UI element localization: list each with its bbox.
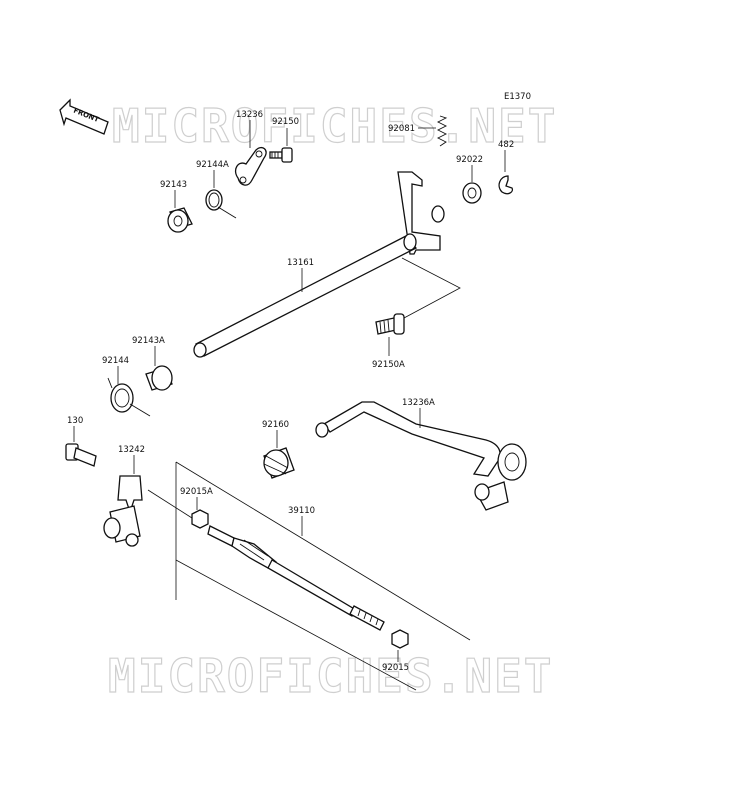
bolt-130 [65,443,97,467]
label-92022: 92022 [456,155,483,165]
joint-13242 [103,475,143,547]
label-92150A: 92150A [372,360,405,370]
label-92144: 92144 [102,356,129,366]
label-92144A: 92144A [196,160,229,170]
bushing-92143 [167,207,193,233]
spring-92144A [205,189,237,219]
label-92150: 92150 [272,117,299,127]
label-13236A: 13236A [402,398,435,408]
label-92143A: 92143A [132,336,165,346]
label-92081: 92081 [388,124,415,134]
circlip-482 [498,175,514,195]
diagram-code: E1370 [504,92,531,102]
label-130: 130 [67,416,83,426]
nut-92015 [391,629,409,649]
bushing-92143A [145,365,173,391]
label-13161: 13161 [287,258,314,268]
bolt-92150 [269,147,293,163]
label-13242: 13242 [118,445,145,455]
nut-92015A [191,509,209,529]
label-13236: 13236 [236,110,263,120]
rubber-92160 [263,447,295,479]
spring-92144 [107,377,151,417]
label-92160: 92160 [262,420,289,430]
link-plate-13236 [234,146,267,186]
front-arrow-icon: FRONT [59,98,109,135]
shift-shaft-13161 [193,171,445,358]
label-39110: 39110 [288,506,315,516]
label-92143: 92143 [160,180,187,190]
watermark-top: MICROFICHES.NET [112,99,557,153]
washer-92022 [462,182,482,204]
watermark-bottom: MICROFICHES.NET [108,649,553,703]
label-92015: 92015 [382,663,409,673]
label-482: 482 [498,140,514,150]
spring-92081 [436,115,448,147]
label-92015A: 92015A [180,487,213,497]
bolt-92150A [375,313,405,335]
tie-rod-39110 [207,525,385,631]
shift-pedal-13236A [315,401,527,511]
